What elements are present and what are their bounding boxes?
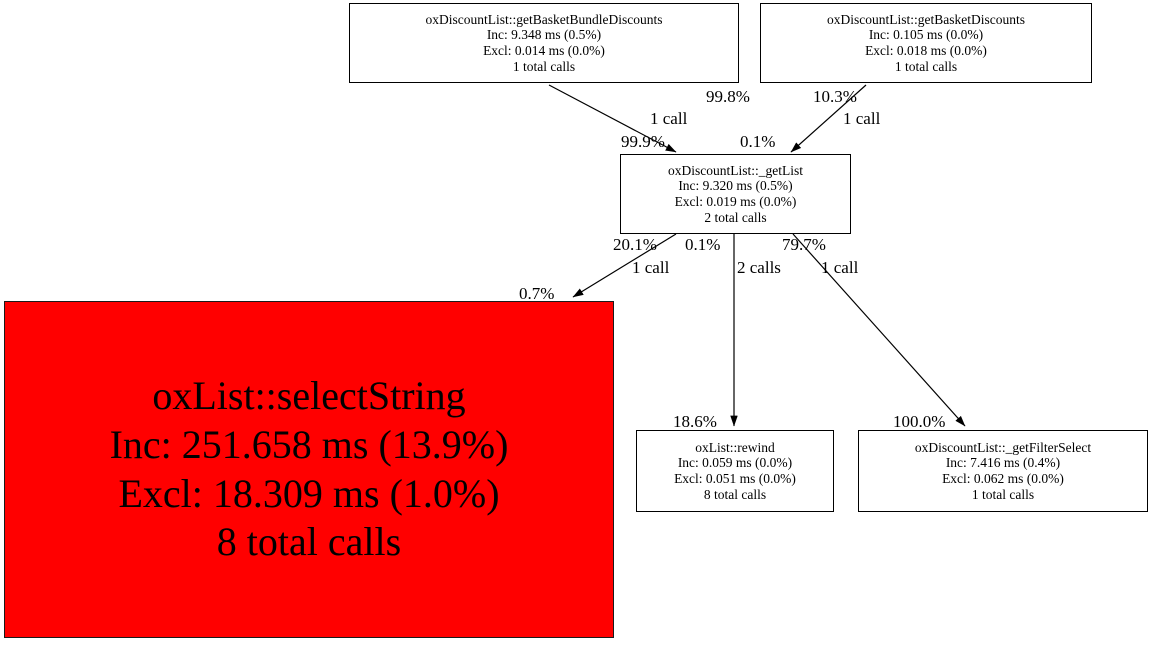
node-getBasketBundleDiscounts[interactable]: oxDiscountList::getBasketBundleDiscounts… <box>349 3 739 83</box>
edge-label-tail-e4: 0.1% <box>685 235 721 254</box>
edge-label-head-e5: 100.0% <box>893 412 946 431</box>
node-calls: 1 total calls <box>971 486 1035 502</box>
node-inclusive: Inc: 7.416 ms (0.4%) <box>945 455 1061 471</box>
edge-label-tail-e3: 20.1% <box>613 235 657 254</box>
node-selectString[interactable]: oxList::selectString Inc: 251.658 ms (13… <box>4 301 614 638</box>
node-name: oxList::rewind <box>695 439 775 455</box>
node-exclusive: Excl: 0.014 ms (0.0%) <box>483 43 605 58</box>
node-exclusive: Excl: 18.309 ms (1.0%) <box>118 470 500 516</box>
node-exclusive: Excl: 0.018 ms (0.0%) <box>865 43 987 58</box>
edge-label-head-e4: 18.6% <box>673 412 717 431</box>
edge-label-tail-e2: 10.3% <box>813 87 857 106</box>
node-inclusive: Inc: 9.348 ms (0.5%) <box>486 27 602 43</box>
node-getFilterSelect[interactable]: oxDiscountList::_getFilterSelect Inc: 7.… <box>858 430 1148 512</box>
node-calls: 2 total calls <box>704 209 767 225</box>
node-calls: 8 total calls <box>216 519 402 565</box>
node-exclusive: Excl: 0.051 ms (0.0%) <box>674 471 796 486</box>
node-inclusive: Inc: 0.105 ms (0.0%) <box>868 27 984 43</box>
node-getBasketDiscounts[interactable]: oxDiscountList::getBasketDiscounts Inc: … <box>760 3 1092 83</box>
edge-label-calls-e5: 1 call <box>821 258 859 277</box>
node-name: oxDiscountList::getBasketDiscounts <box>827 11 1025 27</box>
node-exclusive: Excl: 0.062 ms (0.0%) <box>942 471 1064 486</box>
node-inclusive: Inc: 251.658 ms (13.9%) <box>109 421 509 467</box>
edge-label-tail-e1: 99.8% <box>706 87 750 106</box>
node-inclusive: Inc: 0.059 ms (0.0%) <box>677 455 793 471</box>
node-name: oxList::selectString <box>152 372 466 418</box>
edge-label-head-e2: 0.1% <box>740 132 776 151</box>
edge-label-head-e3: 0.7% <box>519 284 555 303</box>
edge-label-calls-e4: 2 calls <box>737 258 781 277</box>
edge-label-tail-e5: 79.7% <box>782 235 826 254</box>
node-name: oxDiscountList::_getFilterSelect <box>914 439 1092 455</box>
node-rewind[interactable]: oxList::rewind Inc: 0.059 ms (0.0%) Excl… <box>636 430 834 512</box>
node-calls: 1 total calls <box>512 58 576 74</box>
node-name: oxDiscountList::getBasketBundleDiscounts <box>425 11 663 27</box>
edge-getList-to-getFilterSelect <box>792 233 966 427</box>
edge-label-head-e1: 99.9% <box>621 132 665 151</box>
node-exclusive: Excl: 0.019 ms (0.0%) <box>674 194 797 209</box>
node-calls: 1 total calls <box>894 58 958 74</box>
edge-label-calls-e3: 1 call <box>632 258 670 277</box>
node-getList[interactable]: oxDiscountList::_getList Inc: 9.320 ms (… <box>620 154 851 234</box>
node-name: oxDiscountList::_getList <box>668 162 803 178</box>
node-calls: 8 total calls <box>703 486 767 502</box>
node-inclusive: Inc: 9.320 ms (0.5%) <box>678 178 793 194</box>
edge-label-calls-e1: 1 call <box>650 109 688 128</box>
edge-label-calls-e2: 1 call <box>843 109 881 128</box>
